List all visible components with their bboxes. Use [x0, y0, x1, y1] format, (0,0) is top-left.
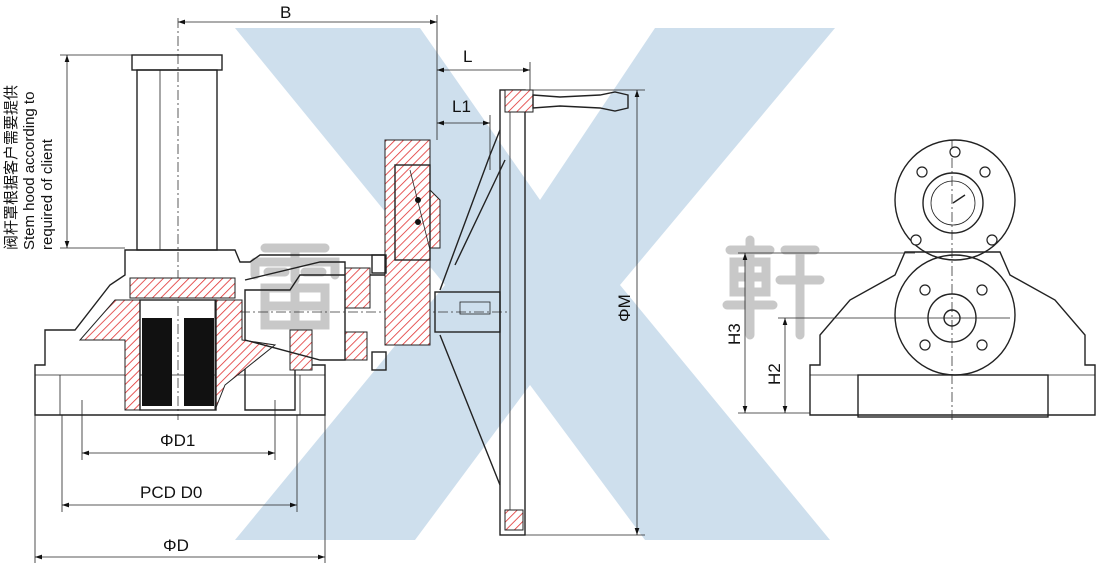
dim-L-label: L	[463, 47, 472, 66]
side-view	[809, 139, 1096, 420]
dim-D-label: ΦD	[163, 536, 189, 555]
side-gear-cover	[894, 254, 1016, 376]
stem-hood	[136, 69, 218, 251]
dimensions: B L L1 ΦM 阀杆罩根据客户需要提供 Stem hood accordin…	[3, 3, 1010, 563]
position-indicator-plate	[894, 139, 1016, 261]
dim-L1-label: L1	[452, 97, 471, 116]
position-indicator-dial	[922, 172, 984, 234]
handwheel-handle	[532, 91, 629, 112]
dim-D1-label: ΦD1	[160, 431, 195, 450]
front-section-view	[34, 18, 629, 536]
stem-hood-note-cn: 阀杆罩根据客户需要提供	[3, 85, 20, 250]
gearbox-body	[34, 249, 386, 416]
dim-H3-label: H3	[725, 323, 744, 345]
stem-hood-cap	[131, 54, 223, 71]
stem-hood-note-en-1: Stem hood according to	[21, 92, 38, 250]
dim-D0-label: PCD D0	[140, 483, 202, 502]
dim-B-label: B	[280, 3, 291, 22]
worm-housing	[384, 139, 441, 346]
watermark-char-lei	[250, 243, 340, 330]
watermark-char-xuan	[722, 235, 825, 340]
stem-hood-note-en-2: required of client	[39, 138, 56, 250]
dim-M-label: ΦM	[615, 294, 634, 322]
dim-H2-label: H2	[765, 363, 784, 385]
side-body	[809, 251, 1096, 416]
